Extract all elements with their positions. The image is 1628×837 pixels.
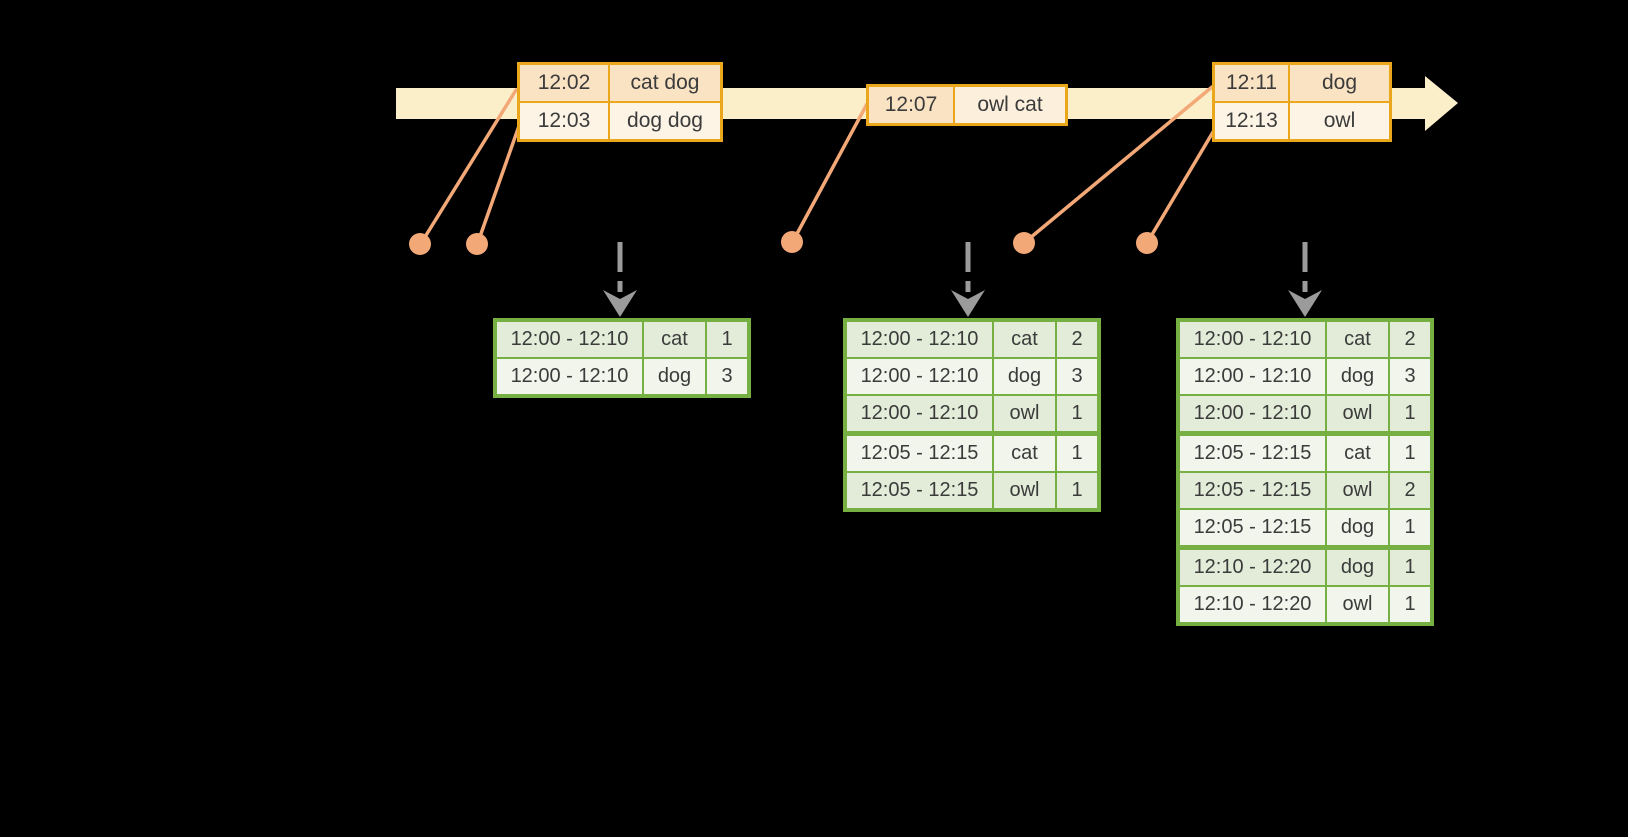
event-words-cell: owl: [1290, 103, 1389, 139]
count-cell: 1: [1390, 436, 1430, 471]
trigger-arrow-icon: [603, 242, 637, 317]
word-cell: dog: [1327, 510, 1388, 545]
count-cell: 1: [1390, 587, 1430, 622]
window-cell: 12:10 - 12:20: [1180, 587, 1325, 622]
window-cell: 12:05 - 12:15: [1180, 510, 1325, 545]
window-cell: 12:05 - 12:15: [1180, 473, 1325, 508]
event-time-cell: 12:13: [1215, 103, 1288, 139]
word-cell: owl: [994, 396, 1055, 431]
count-cell: 2: [1057, 322, 1097, 357]
event-dot: [466, 233, 488, 255]
event-time-cell: 12:02: [520, 65, 608, 101]
word-cell: owl: [1327, 396, 1388, 431]
word-cell: cat: [644, 322, 705, 357]
word-cell: cat: [1327, 322, 1388, 357]
trigger-arrow-icon: [1288, 242, 1322, 317]
count-cell: 1: [1057, 473, 1097, 508]
event-time-cell: 12:07: [869, 87, 953, 123]
word-cell: owl: [1327, 473, 1388, 508]
window-cell: 12:00 - 12:10: [1180, 359, 1325, 394]
event-connector-line: [475, 124, 521, 247]
word-cell: cat: [1327, 436, 1388, 471]
window-cell: 12:05 - 12:15: [847, 473, 992, 508]
event-connector-line: [1022, 85, 1214, 245]
word-cell: dog: [1327, 550, 1388, 585]
word-cell: owl: [994, 473, 1055, 508]
word-cell: cat: [994, 322, 1055, 357]
word-cell: dog: [644, 359, 705, 394]
count-cell: 3: [1390, 359, 1430, 394]
count-cell: 1: [1057, 396, 1097, 431]
window-cell: 12:00 - 12:10: [847, 396, 992, 431]
event-words-cell: cat dog: [610, 65, 720, 101]
trigger-arrow-icon: [951, 242, 985, 317]
count-cell: 3: [1057, 359, 1097, 394]
window-cell: 12:00 - 12:10: [1180, 322, 1325, 357]
window-cell: 12:10 - 12:20: [1180, 550, 1325, 585]
window-cell: 12:00 - 12:10: [847, 359, 992, 394]
count-cell: 1: [1390, 396, 1430, 431]
window-cell: 12:05 - 12:15: [847, 436, 992, 471]
event-connector-line: [790, 102, 869, 245]
window-cell: 12:00 - 12:10: [497, 322, 642, 357]
window-cell: 12:00 - 12:10: [497, 359, 642, 394]
event-dot: [1136, 232, 1158, 254]
count-cell: 2: [1390, 473, 1430, 508]
word-cell: cat: [994, 436, 1055, 471]
event-time-cell: 12:03: [520, 103, 608, 139]
count-cell: 3: [707, 359, 747, 394]
count-cell: 2: [1390, 322, 1430, 357]
timeline-arrowhead-icon: [1425, 76, 1458, 131]
count-cell: 1: [1390, 550, 1430, 585]
window-cell: 12:05 - 12:15: [1180, 436, 1325, 471]
count-cell: 1: [707, 322, 747, 357]
event-time-cell: 12:11: [1215, 65, 1288, 101]
word-cell: dog: [994, 359, 1055, 394]
word-cell: dog: [1327, 359, 1388, 394]
event-words-cell: dog dog: [610, 103, 720, 139]
word-cell: owl: [1327, 587, 1388, 622]
window-cell: 12:00 - 12:10: [847, 322, 992, 357]
event-connector-line: [418, 88, 518, 247]
event-dot: [409, 233, 431, 255]
window-cell: 12:00 - 12:10: [1180, 396, 1325, 431]
event-words-cell: owl cat: [955, 87, 1065, 123]
event-connector-line: [1145, 125, 1218, 245]
event-dot: [1013, 232, 1035, 254]
event-dot: [781, 231, 803, 253]
count-cell: 1: [1390, 510, 1430, 545]
event-words-cell: dog: [1290, 65, 1389, 101]
count-cell: 1: [1057, 436, 1097, 471]
